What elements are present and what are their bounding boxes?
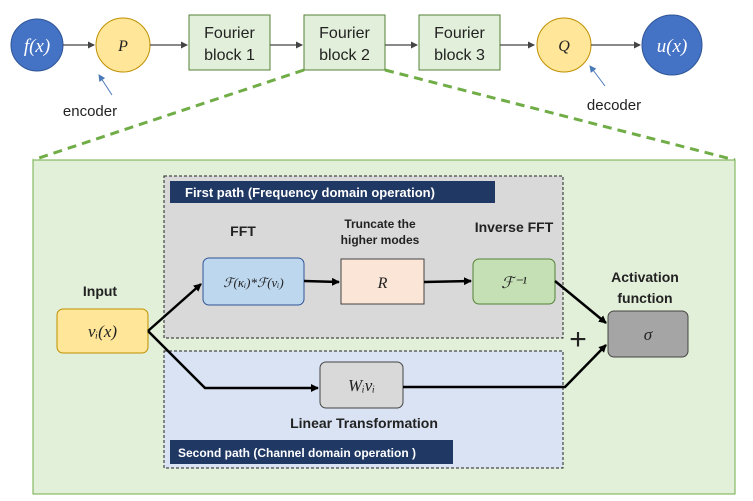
zoom-line-left [32, 68, 305, 162]
input-node-vi-label: vᵢ(x) [88, 322, 117, 341]
activation-node-label: σ [644, 325, 653, 344]
arrow-r-to-ifft [423, 277, 472, 286]
linear-node [319, 361, 404, 409]
second-path-title: Second path (Channel domain operation ) [178, 446, 416, 460]
fourier-block-2 [303, 14, 386, 71]
inverse-fft-node-label: ℱ⁻¹ [501, 275, 527, 292]
fourier-block-1-line2: block 1 [204, 47, 255, 64]
r-node [340, 258, 425, 305]
fft-node-label: ℱ(κᵢ)*ℱ(vᵢ) [223, 275, 283, 290]
activation-node [607, 310, 689, 358]
arrow-ifft-to-activation [554, 280, 607, 324]
output-node-ux-label: u(x) [657, 36, 688, 57]
zoom-line-right [384, 68, 736, 162]
linear-node-label: Wᵢvᵢ [348, 376, 375, 395]
fourier-block-1 [188, 14, 271, 71]
linear-transformation-label: Linear Transformation [290, 415, 438, 431]
fourier-block-3-line1: Fourier [434, 25, 485, 42]
fourier-block-2-line1: Fourier [319, 25, 370, 42]
fourier-block-detail: First path (Frequency domain operation) … [32, 159, 736, 495]
activation-label-line1: Activation [611, 269, 679, 285]
first-path-title: First path (Frequency domain operation) [185, 185, 435, 200]
arrow-input-to-fft [147, 283, 202, 332]
fourier-block-3-line2: block 3 [434, 47, 485, 64]
encoder-node-p-label: P [117, 38, 128, 55]
fourier-block-2-line2: block 2 [319, 47, 370, 64]
fourier-block-3 [418, 14, 501, 71]
inverse-fft-label: Inverse FFT [475, 219, 554, 235]
plus-sign: + [569, 323, 587, 356]
first-path-title-box [170, 181, 495, 203]
fourier-block-1-line1: Fourier [204, 25, 255, 42]
fft-label: FFT [230, 223, 256, 239]
input-node-fx-label: f(x) [24, 36, 50, 57]
top-row: f(x) P Fourier block 1 Fourier block 2 F… [10, 14, 703, 120]
r-node-label: R [377, 275, 388, 292]
truncate-label-line2: higher modes [341, 233, 420, 247]
encoder-label: encoder [63, 103, 117, 120]
second-path-title-box [170, 440, 453, 464]
arrow-fft-to-r [303, 277, 340, 286]
decoder-pointer-arrow [589, 65, 606, 87]
arrow-linear-to-activation [403, 344, 607, 389]
truncate-label-line1: Truncate the [344, 217, 416, 231]
decoder-node-q-label: Q [558, 38, 570, 55]
activation-label-line2: function [617, 290, 672, 306]
arrow-input-to-linear [147, 330, 319, 392]
decoder-label: decoder [587, 97, 641, 114]
output-node-ux [641, 14, 703, 76]
encoder-pointer-arrow [98, 74, 113, 96]
input-label: Input [83, 283, 118, 299]
